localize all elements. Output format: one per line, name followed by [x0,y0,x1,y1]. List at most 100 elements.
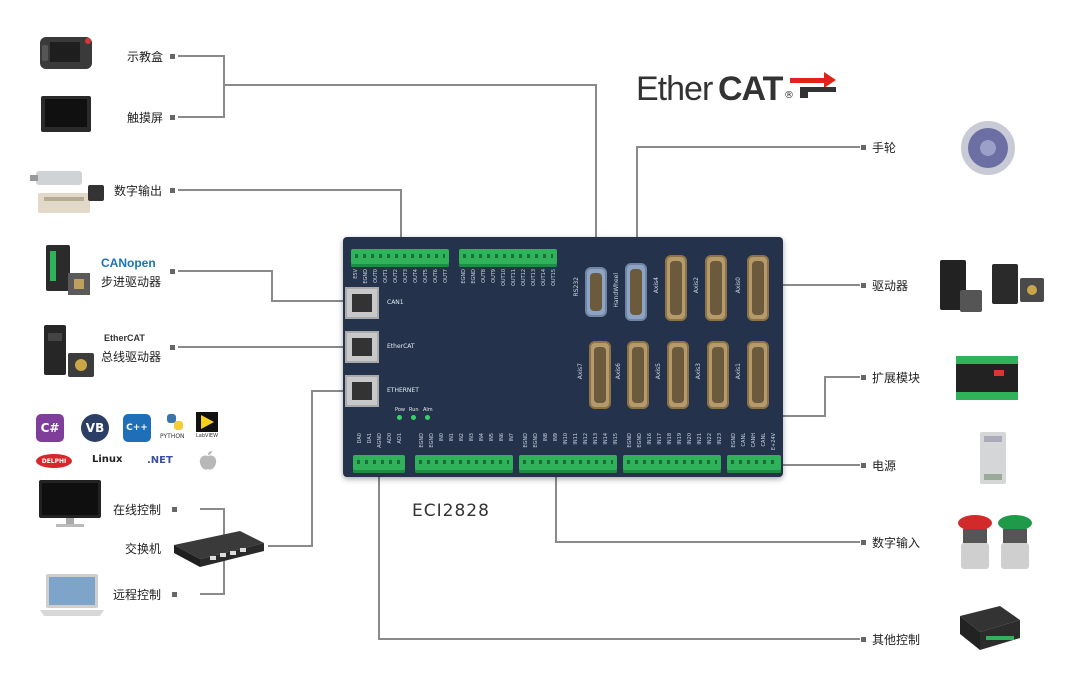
pin-label: IN1 [449,433,455,442]
python-snake-icon [167,414,183,430]
alarm-led [425,415,430,420]
connector-line [178,270,272,272]
pin-label: CANL [761,433,767,447]
pin-label: IN7 [509,433,515,442]
connector-line [178,346,345,348]
pins-bottom-in-8-15: EGND EGND IN8 IN9 IN10 IN11 IN12 IN13 IN… [523,433,621,455]
pin-label: OUT0 [373,269,379,283]
pin-label: OUT8 [481,269,487,283]
label-bus-driver: 总线驱动器 [101,350,162,364]
terminal-block-power-can [727,455,781,473]
axis0-connector[interactable] [747,255,769,321]
label-expansion-module: 扩展模块 [872,371,921,385]
pin-label: OUT7 [443,269,449,283]
label-dot [170,188,175,193]
servo-driver-set-icon [940,260,1044,312]
label-online-control: 在线控制 [113,503,162,517]
label-dot [861,375,866,380]
axis2-connector[interactable] [705,255,727,321]
axis6-connector[interactable] [627,341,649,409]
pin-label: IN12 [583,433,589,445]
axis1-connector[interactable] [747,341,769,409]
monitor-icon [39,480,101,527]
label-dot [170,345,175,350]
pin-label: IN8 [543,433,549,442]
power-supply-icon [980,432,1006,484]
pin-label: OUT12 [521,269,527,287]
connector-line [178,55,224,57]
axis4-connector[interactable] [665,255,687,321]
ethernet-port[interactable] [345,375,379,407]
pin-label: EGND [429,433,435,448]
label-dot [170,269,175,274]
connector-line [400,189,402,261]
connector-line [555,541,860,543]
servo-driver-icon [44,325,94,377]
label-dot [861,145,866,150]
rs232-connector[interactable] [585,267,607,317]
label-dot [172,507,177,512]
pin-label: EGND [627,433,633,448]
label-teach-pendant: 示教盒 [127,50,164,64]
connector-line [555,465,557,542]
terminal-screws [419,460,509,464]
pin-label: IN2 [459,433,465,442]
teach-pendant-icon [40,37,92,69]
axis2-label: Axis2 [693,277,700,294]
pin-label: IN0 [439,433,445,442]
delphi-icon: DELPHI [36,454,72,468]
pin-label: EGND [419,433,425,448]
touchscreen-icon [41,96,91,132]
label-driver: 驱动器 [872,279,909,293]
led-label-run: Run [409,407,419,413]
terminal-screws [523,460,613,464]
pin-label: OUT9 [491,269,497,283]
push-button-icon [958,515,1032,569]
ethercat-logo: Ether CAT ® [636,68,836,112]
laptop-icon [40,574,104,616]
pin-label: OUT1 [383,269,389,283]
connector-line [378,638,860,640]
axis3-connector[interactable] [707,341,729,409]
pin-label: OUT5 [423,269,429,283]
label-dot [861,463,866,468]
handwheel-connector[interactable] [625,263,647,321]
axis7-connector[interactable] [589,341,611,409]
pin-label: EGND [471,269,477,284]
pin-label: CANL [741,433,747,447]
connector-line [223,55,225,118]
python-label: PYTHON [160,433,185,440]
pin-label: IN9 [553,433,559,442]
pins-bottom-analog: DA0 DA1 AGND AD0 AD1 [357,433,407,455]
pin-label: E+24V [771,433,777,451]
power-led [397,415,402,420]
pin-label: OUT15 [551,269,557,287]
pin-label: OUT2 [393,269,399,283]
connector-line [636,146,860,148]
connector-line [200,593,224,595]
axis0-label: Axis0 [735,277,742,294]
pin-label: IN4 [479,433,485,442]
pin-label: E5V [353,269,359,279]
axis7-label: Axis7 [577,363,584,380]
connector-line [595,84,597,269]
label-dot [861,540,866,545]
dotnet-icon: .NET [147,455,173,466]
eci2828-controller: E5V EGND OUT0 OUT1 OUT2 OUT3 OUT4 OUT5 O… [343,237,783,477]
label-dot [170,115,175,120]
canopen-logo: CANopen [101,256,156,270]
ethercat-port[interactable] [345,331,379,363]
pin-label: AD1 [397,433,403,444]
run-led [411,415,416,420]
can1-port[interactable] [345,287,379,319]
terminal-screws [731,460,777,464]
cylinder-valve-icon [30,171,104,213]
pin-label: AD0 [387,433,393,444]
connector-line [178,189,402,191]
label-other-control: 其他控制 [872,633,921,647]
pin-label: IN3 [469,433,475,442]
pin-label: EGND [363,269,369,284]
pin-label: IN6 [499,433,505,442]
connector-line [378,465,380,639]
axis5-connector[interactable] [667,341,689,409]
